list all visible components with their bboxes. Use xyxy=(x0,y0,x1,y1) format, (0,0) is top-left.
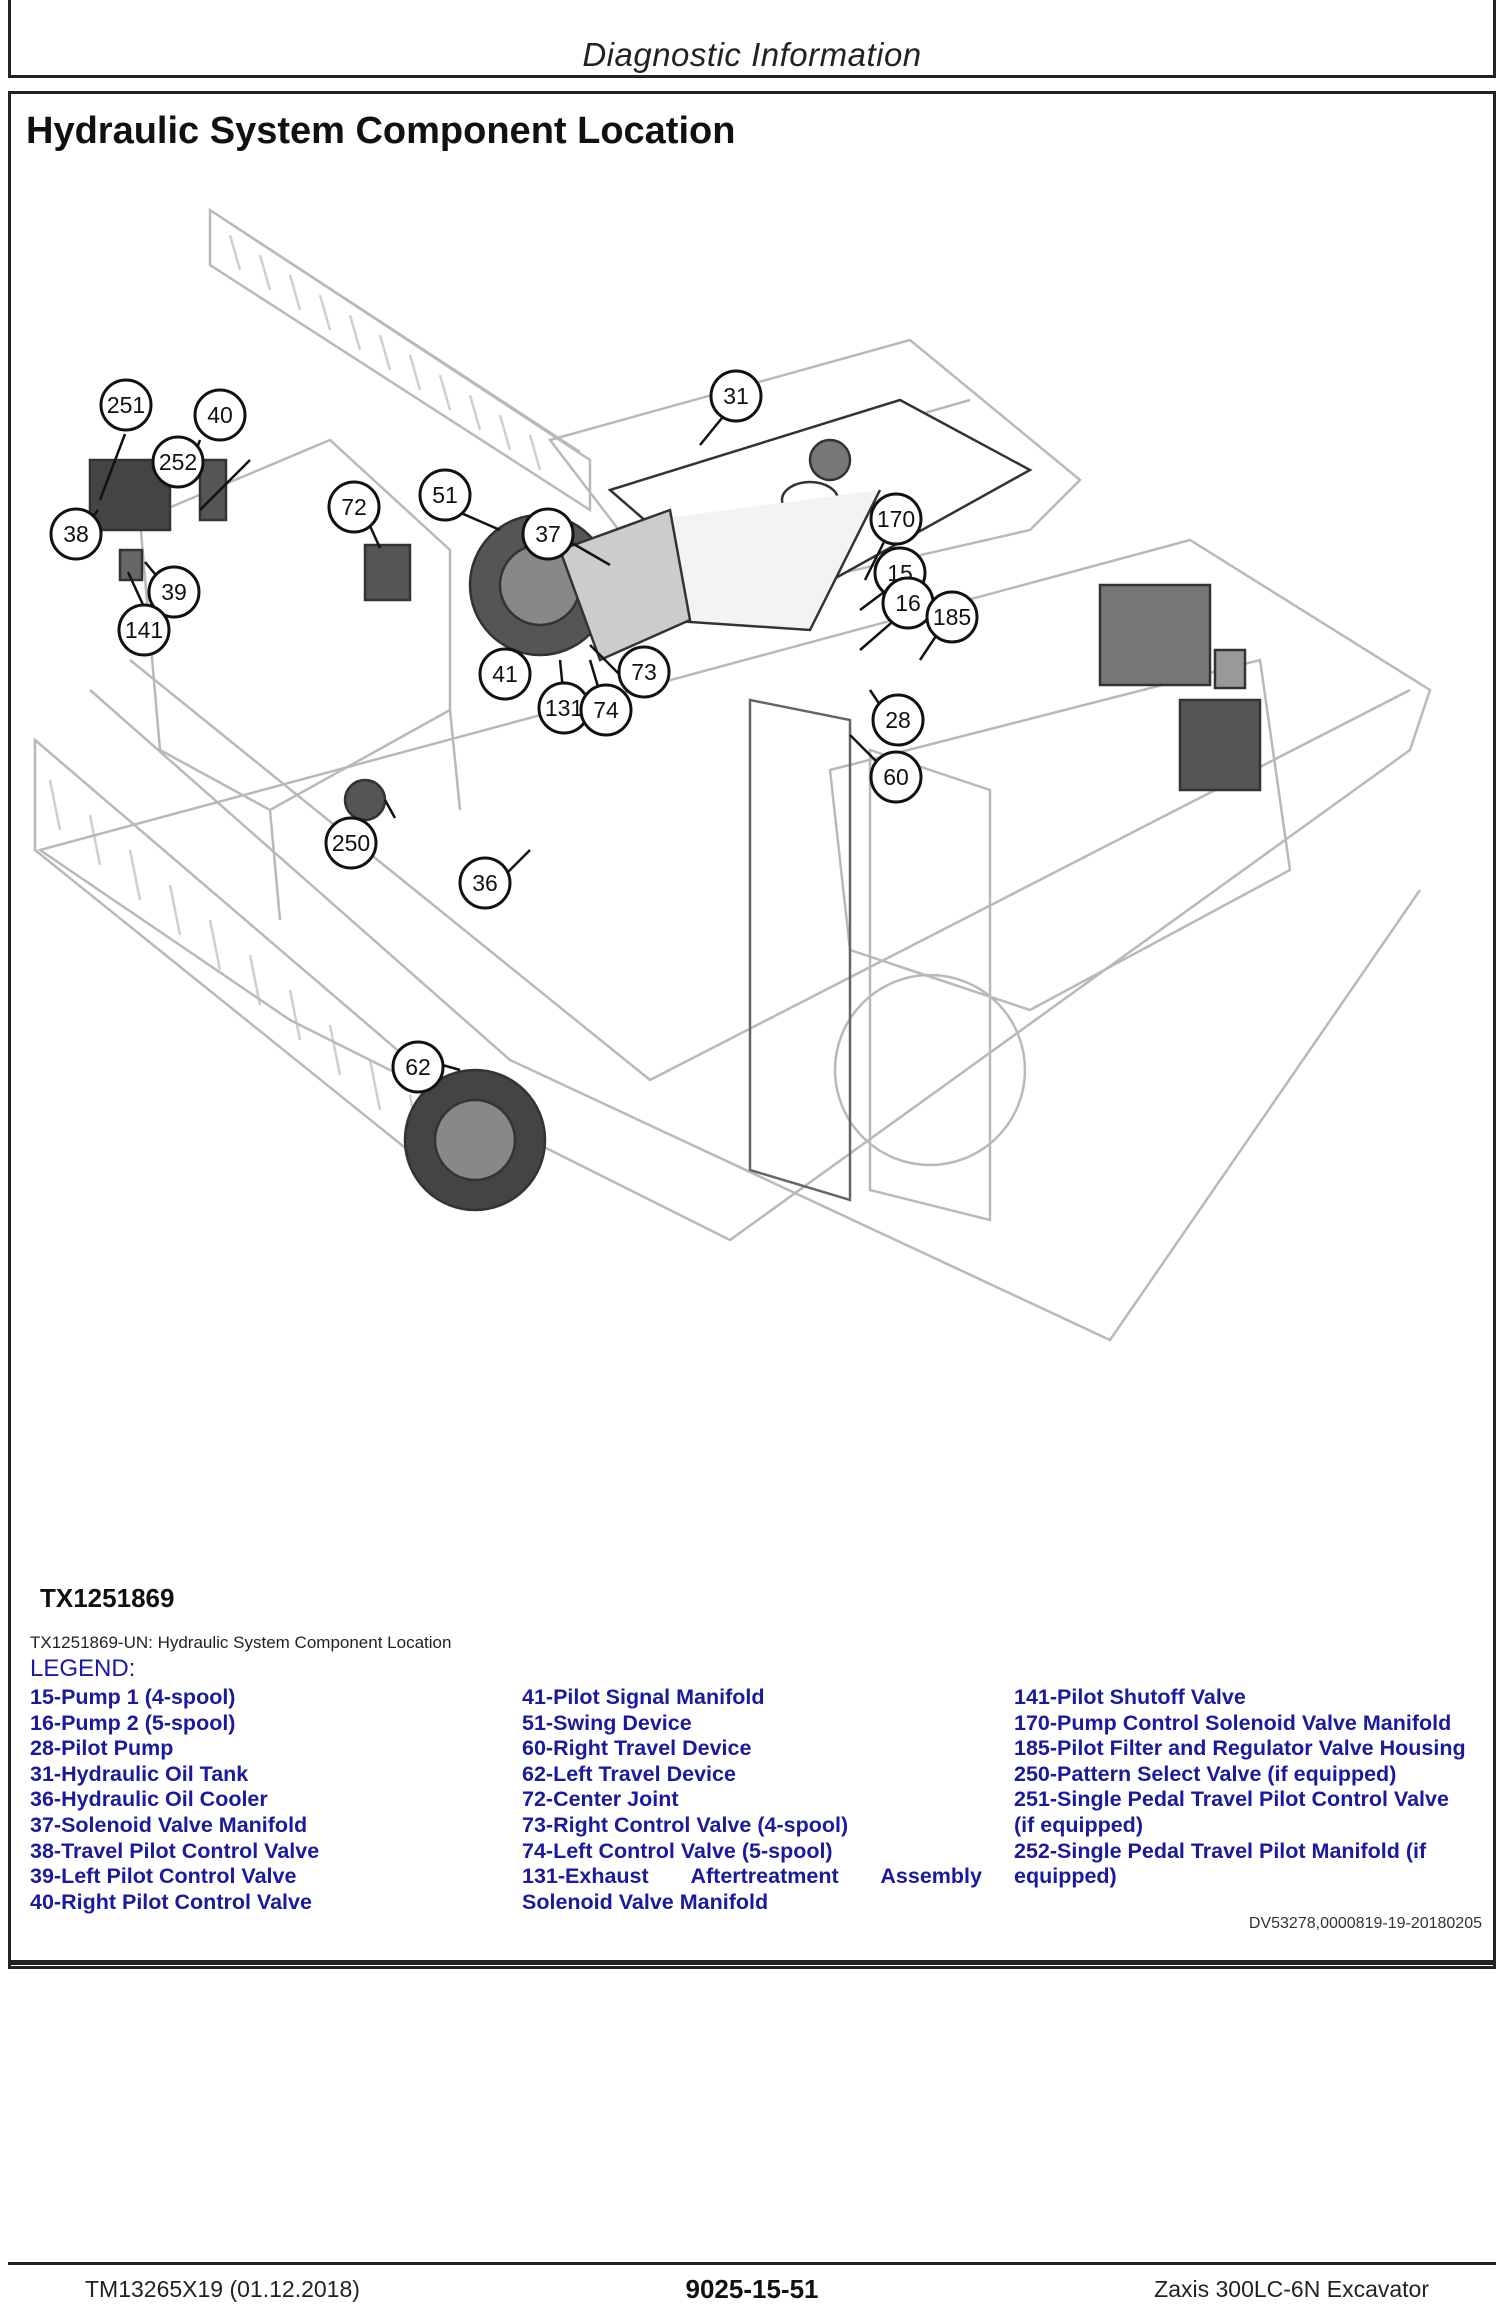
svg-text:28: 28 xyxy=(885,707,911,733)
svg-text:251: 251 xyxy=(107,392,145,418)
legend-title: LEGEND: xyxy=(30,1655,136,1682)
legend-item-252-continued: equipped) xyxy=(1014,1864,1117,1889)
legend-item: 39-Left Pilot Control Valve xyxy=(30,1864,297,1889)
callout-41: 41 xyxy=(478,647,532,701)
callout-185: 185 xyxy=(925,590,979,644)
legend-item: 74-Left Control Valve (5-spool) xyxy=(522,1838,833,1863)
footer-rule xyxy=(8,2262,1496,2265)
callout-40: 40 xyxy=(193,388,247,442)
legend-column-1: 15-Pump 1 (4-spool) 16-Pump 2 (5-spool) … xyxy=(30,1685,490,1915)
legend-item: 62-Left Travel Device xyxy=(522,1761,736,1786)
legend-item: 60-Right Travel Device xyxy=(522,1736,752,1761)
legend-item: 170-Pump Control Solenoid Valve Manifold xyxy=(1014,1710,1452,1735)
legend-item: 40-Right Pilot Control Valve xyxy=(30,1889,312,1914)
callout-74: 74 xyxy=(579,683,633,737)
svg-text:73: 73 xyxy=(631,659,657,685)
callout-38: 38 xyxy=(49,507,103,561)
svg-text:41: 41 xyxy=(492,661,518,687)
svg-text:31: 31 xyxy=(723,383,749,409)
svg-text:39: 39 xyxy=(161,579,187,605)
callout-141: 141 xyxy=(117,603,171,657)
document-code: DV53278,0000819-19-20180205 xyxy=(1248,1915,1482,1932)
legend-item: 28-Pilot Pump xyxy=(30,1736,174,1761)
svg-text:36: 36 xyxy=(472,870,498,896)
callout-250: 250 xyxy=(324,816,378,870)
callouts: 251 40 252 38 39 141 72 51 37 31 170 15 … xyxy=(49,369,979,1094)
footer-page-number: 9025-15-51 xyxy=(685,2274,819,2304)
legend-item-251-continued: (if equipped) xyxy=(1014,1812,1143,1837)
legend-item: 51-Swing Device xyxy=(522,1710,692,1735)
legend-item: 38-Travel Pilot Control Valve xyxy=(30,1838,320,1863)
legend-item-252: 252-Single Pedal Travel Pilot Manifold (… xyxy=(1014,1838,1427,1863)
page-header: Diagnostic Information xyxy=(8,0,1496,78)
callout-170: 170 xyxy=(869,492,923,546)
callout-28: 28 xyxy=(871,693,925,747)
svg-text:141: 141 xyxy=(125,617,163,643)
callout-252: 252 xyxy=(151,435,205,489)
legend-column-3: 141-Pilot Shutoff Valve 170-Pump Control… xyxy=(1014,1685,1484,1890)
callout-37: 37 xyxy=(521,507,575,561)
legend-item: 72-Center Joint xyxy=(522,1787,679,1812)
legend-item: 37-Solenoid Valve Manifold xyxy=(30,1812,308,1837)
svg-text:62: 62 xyxy=(405,1054,431,1080)
svg-text:131: 131 xyxy=(545,695,583,721)
callout-16: 16 xyxy=(881,576,935,630)
legend-item: 16-Pump 2 (5-spool) xyxy=(30,1710,236,1735)
legend-item: 185-Pilot Filter and Regulator Valve Hou… xyxy=(1014,1736,1466,1761)
callout-31: 31 xyxy=(709,369,763,423)
callout-60: 60 xyxy=(869,750,923,804)
legend-item: 250-Pattern Select Valve (if equipped) xyxy=(1014,1761,1397,1786)
svg-text:16: 16 xyxy=(895,590,921,616)
legend-item: 41-Pilot Signal Manifold xyxy=(522,1685,765,1709)
page-footer: TM13265X19 (01.12.2018) 9025-15-51 Zaxis… xyxy=(0,2262,1504,2320)
svg-text:60: 60 xyxy=(883,764,909,790)
figure-id: TX1251869 xyxy=(40,1583,175,1613)
legend-item: 141-Pilot Shutoff Valve xyxy=(1014,1685,1246,1709)
content-bottom-rule xyxy=(8,1960,1496,1965)
footer-manual-id: TM13265X19 (01.12.2018) xyxy=(85,2276,360,2302)
figure-caption: TX1251869-UN: Hydraulic System Component… xyxy=(30,1633,452,1652)
chassis-drawing xyxy=(33,207,1432,1342)
callout-36: 36 xyxy=(458,856,512,910)
legend-item: 31-Hydraulic Oil Tank xyxy=(30,1761,249,1786)
callout-51: 51 xyxy=(418,468,472,522)
svg-text:185: 185 xyxy=(933,604,971,630)
svg-text:252: 252 xyxy=(159,449,197,475)
svg-text:40: 40 xyxy=(207,402,233,428)
callout-131: 131 xyxy=(537,681,591,735)
legend-item: 15-Pump 1 (4-spool) xyxy=(30,1685,236,1709)
section-title: Diagnostic Information xyxy=(582,36,922,73)
svg-text:74: 74 xyxy=(593,697,619,723)
legend-item-131-continued: Solenoid Valve Manifold xyxy=(522,1889,769,1914)
callout-39: 39 xyxy=(147,565,201,619)
page-title: Hydraulic System Component Location xyxy=(26,110,736,152)
legend-item: 73-Right Control Valve (4-spool) xyxy=(522,1812,849,1837)
legend-item-131: 131-Exhaust Aftertreatment Assembly xyxy=(522,1864,982,1889)
legend-item-251: 251-Single Pedal Travel Pilot Control Va… xyxy=(1014,1787,1449,1812)
legend-column-2: 41-Pilot Signal Manifold 51-Swing Device… xyxy=(522,1685,982,1915)
components xyxy=(88,398,1262,1212)
callout-62: 62 xyxy=(391,1040,445,1094)
callout-251: 251 xyxy=(99,378,153,432)
callout-72: 72 xyxy=(327,480,381,534)
excavator-diagram: 251 40 252 38 39 141 72 51 37 31 170 15 … xyxy=(33,207,1432,1342)
svg-text:170: 170 xyxy=(877,506,915,532)
svg-text:72: 72 xyxy=(341,494,367,520)
callout-73: 73 xyxy=(617,645,671,699)
svg-text:250: 250 xyxy=(332,830,370,856)
legend-item: 36-Hydraulic Oil Cooler xyxy=(30,1787,268,1812)
content-frame xyxy=(8,91,1496,1969)
footer-machine-model: Zaxis 300LC-6N Excavator xyxy=(1154,2276,1429,2302)
svg-text:38: 38 xyxy=(63,521,89,547)
svg-text:37: 37 xyxy=(535,521,561,547)
svg-text:51: 51 xyxy=(432,482,458,508)
